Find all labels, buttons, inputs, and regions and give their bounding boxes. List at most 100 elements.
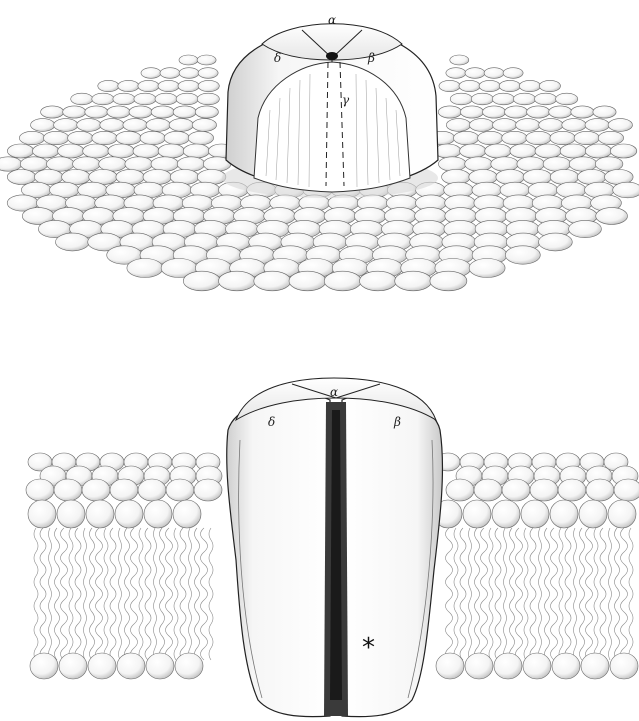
lipid-tail [119,528,122,660]
top-lipid-head [219,271,256,291]
top-lipid-head [56,233,90,251]
top-lipid-head [574,131,599,144]
lipid-tail [510,528,515,660]
top-lipid-head [118,80,139,91]
lipid-tail [629,528,633,660]
top-lipid-head [100,119,124,132]
top-lipid-head [99,157,127,171]
top-lipid-head [438,106,461,118]
top-lipid-head [459,80,480,91]
top-lipid-head [469,259,505,278]
lipid-tail [565,528,571,660]
lipid-tail [49,528,52,660]
upper-lipid-head [502,479,530,501]
top-lipid-head [198,80,219,91]
top-lipid-head [138,80,159,91]
top-central-pore [326,52,338,60]
top-lipid-head [556,93,578,105]
lower-lipid-head [175,653,203,679]
top-lipid-head [92,131,117,144]
top-lipid-head [596,208,628,225]
lipid-tail [34,528,38,660]
lipid-tail [209,528,213,660]
top-lipid-head [549,106,572,118]
lipid-tail [559,528,563,660]
lipid-tail [504,528,507,660]
top-lipid-head [360,271,397,291]
lower-lipid-head [465,653,493,679]
top-lipid-head [192,119,216,132]
bottom-label-alpha: α [330,385,338,399]
top-lipid-head [98,80,119,91]
lipid-tail [446,528,453,660]
top-lipid-head [158,80,179,91]
upper-lipid-head [54,479,82,501]
upper-lipid-head [530,479,558,501]
top-lipid-head [41,106,64,118]
lipid-tail [615,528,620,660]
top-lipid-head [496,170,525,185]
top-lipid-head [151,106,174,118]
top-label-beta: β [367,51,375,65]
upper-lipid-head [558,479,586,501]
lipid-tail [180,528,186,660]
top-lipid-head [430,271,467,291]
lower-lipid-head [88,653,116,679]
top-lipid-head [519,80,540,91]
lipid-tail [600,528,606,660]
lipid-tail [195,528,200,660]
top-lipid-head [19,131,44,144]
lower-lipid-head [610,653,638,679]
top-lipid-head [471,93,493,105]
top-lipid-head [608,119,632,132]
top-lipid-head [539,80,560,91]
lipid-tail [551,528,558,660]
top-lipid-head [539,233,573,251]
top-lipid-head [527,106,550,118]
top-lipid-head [593,106,616,118]
top-lipid-head [478,131,503,144]
top-lipid-head [155,93,177,105]
upper-lipid-head [138,479,166,501]
bottom-subunit-beta [342,396,442,717]
top-lipid-head [569,220,602,237]
bottom-channel-highlight [330,410,342,700]
bottom-figure: α δ β * [26,378,639,717]
top-lipid-head [450,55,469,65]
upper-lipid-head [166,479,194,501]
top-lipid-head [493,119,517,132]
upper-lipid-head [492,500,520,528]
top-lipid-head [85,106,108,118]
lower-lipid-head [30,653,58,679]
top-lipid-head [173,106,196,118]
top-lipid-head [479,80,500,91]
lipid-tail [475,528,480,660]
top-lipid-head [395,271,432,291]
top-lipid-head [113,93,135,105]
top-lipid-head [535,144,561,158]
lipid-tail [574,528,577,660]
top-lipid-head [491,157,519,171]
lower-lipid-head [146,653,174,679]
top-lipid-head [289,271,326,291]
top-lipid-head [439,80,460,91]
top-lipid-head [446,119,470,132]
lipid-tail [40,528,46,660]
top-lipid-head [47,157,75,171]
top-lipid-head [195,106,218,118]
top-lipid-head [107,106,130,118]
lipid-tail [586,528,593,660]
lipid-tail [539,528,542,660]
top-lipid-head [177,157,205,171]
top-lipid-head [439,157,467,171]
top-label-delta: δ [274,51,281,65]
top-lipid-head [197,55,216,65]
top-lipid-head [58,144,84,158]
lipid-tail [104,528,108,660]
top-lipid-head [465,157,493,171]
lipid-tail [524,528,528,660]
top-lipid-head [469,119,493,132]
top-lipid-head [483,106,506,118]
upper-lipid-head [474,479,502,501]
